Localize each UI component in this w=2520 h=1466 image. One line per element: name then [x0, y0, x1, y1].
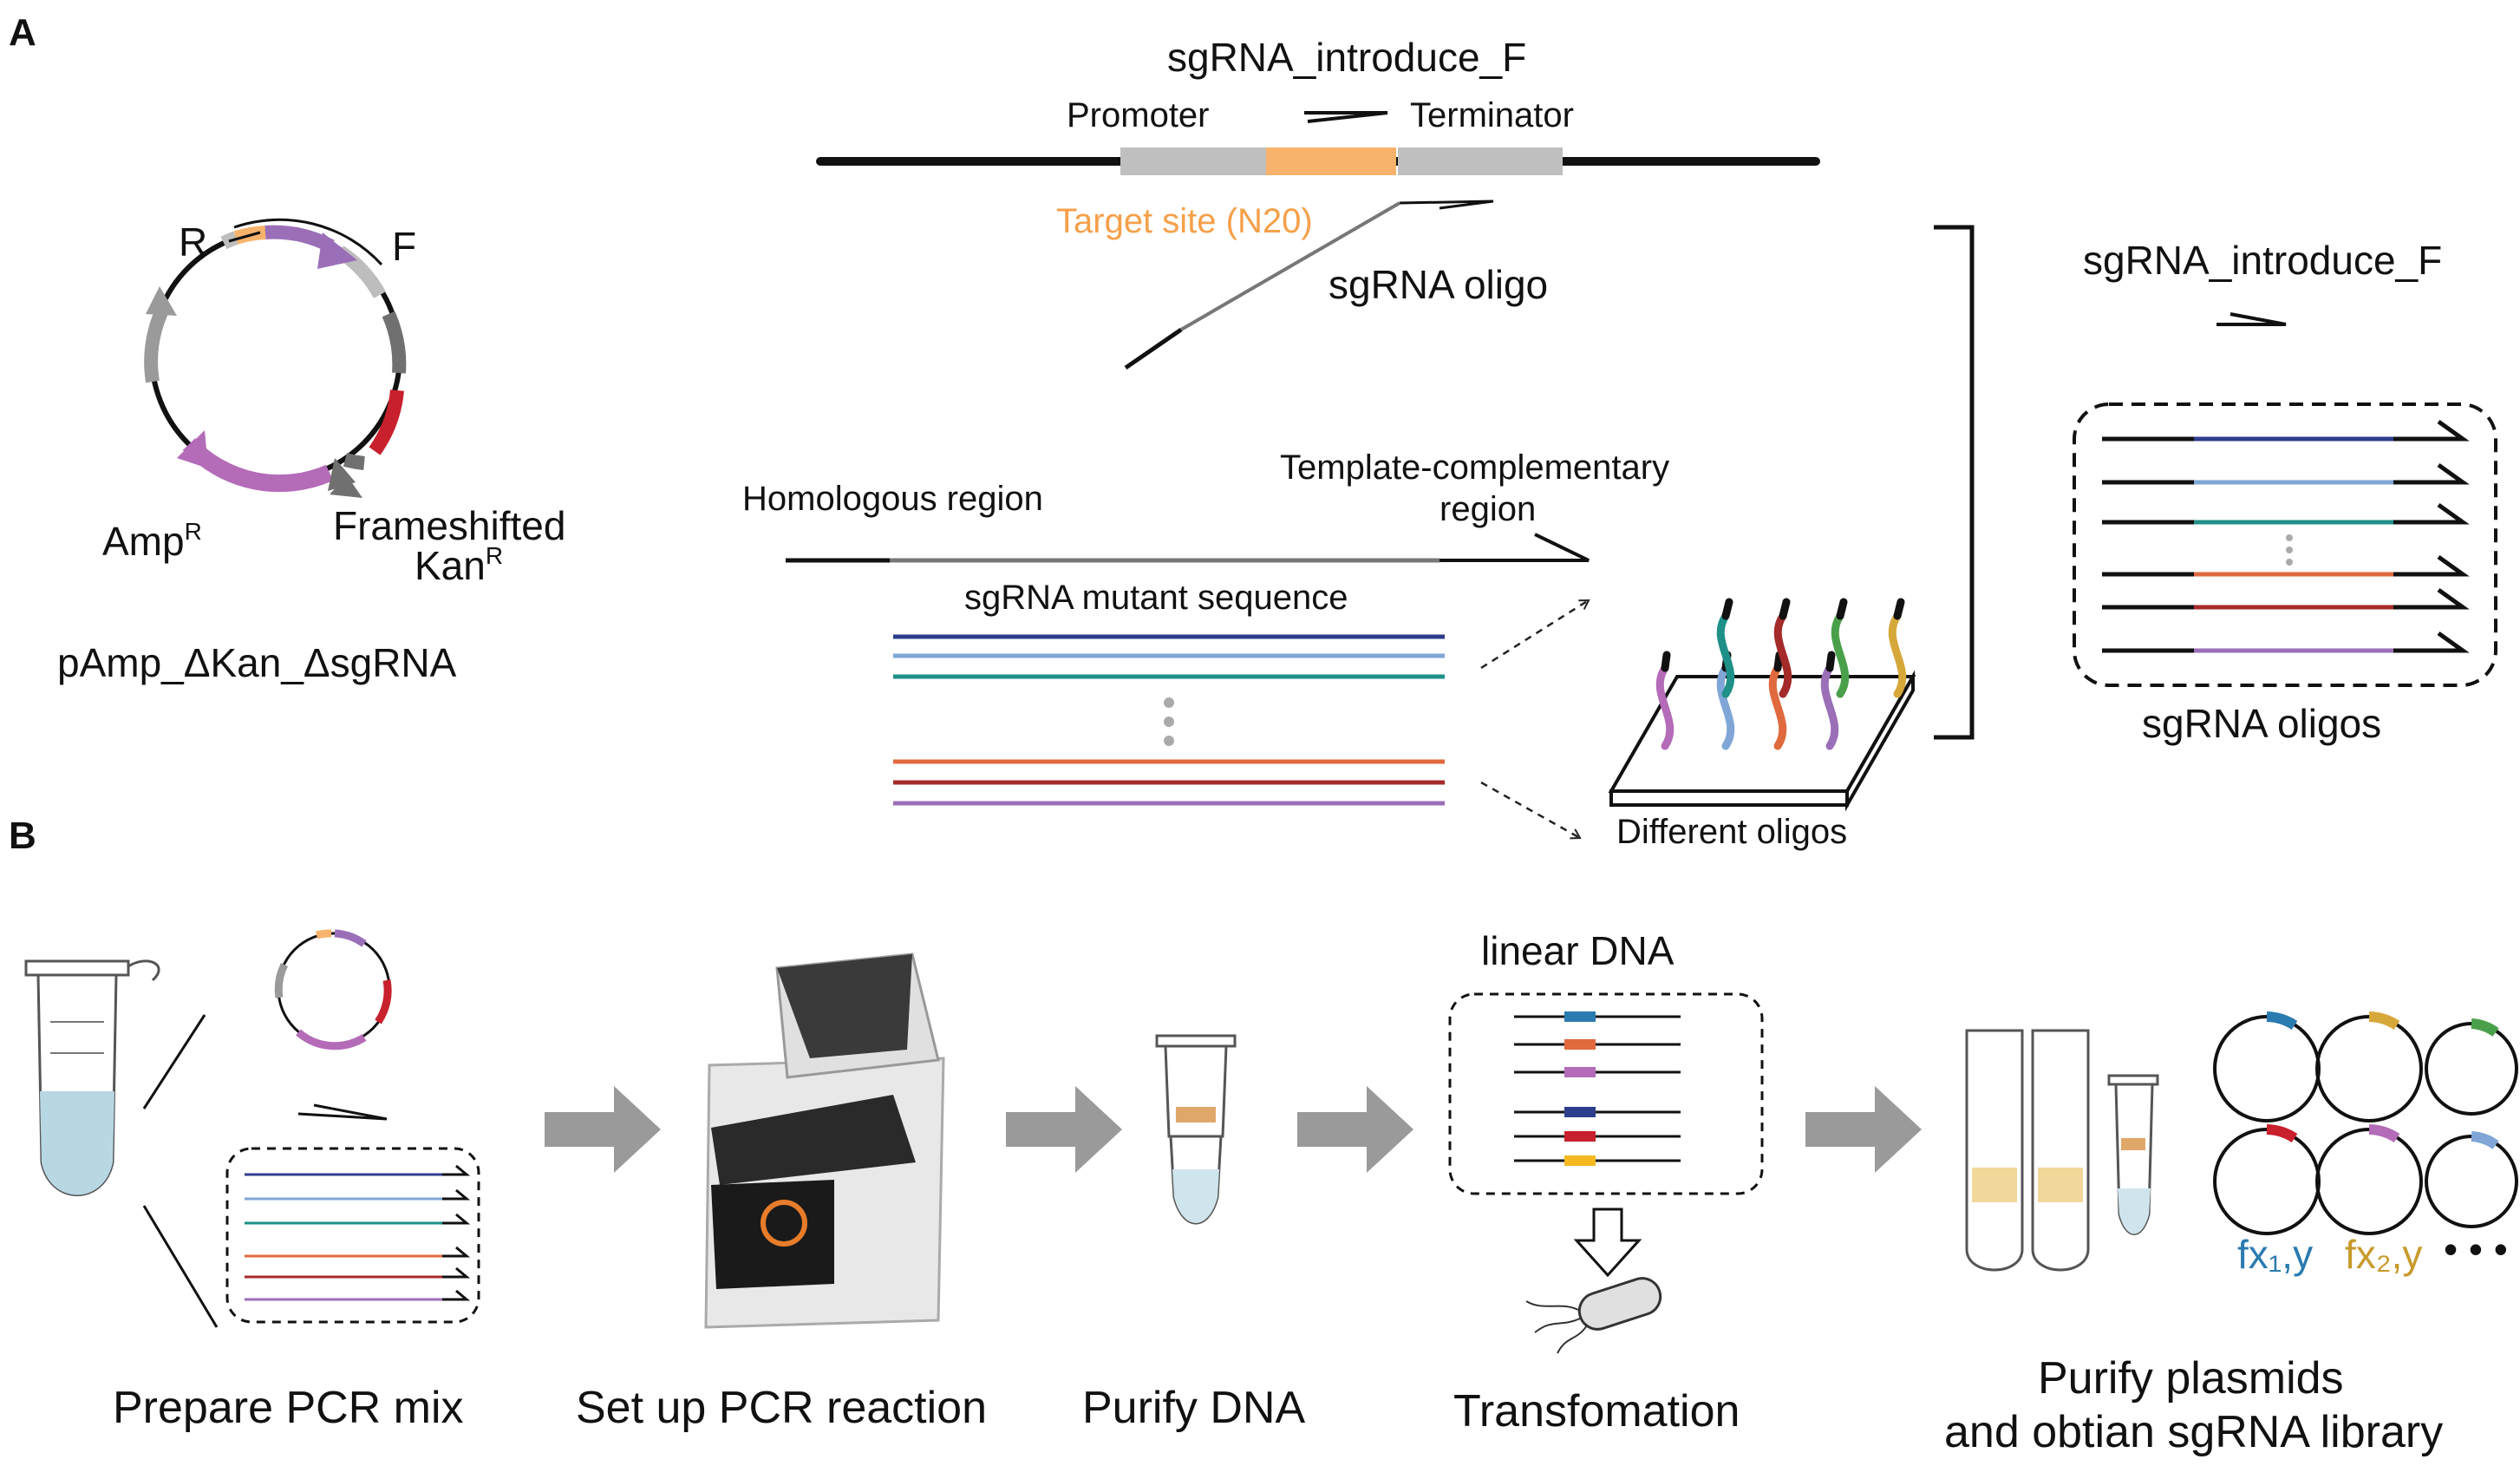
zoom-line-top — [142, 1014, 206, 1109]
construct-primer-arrow — [1304, 111, 1388, 123]
target-site-label: Target site (N20) — [1056, 202, 1313, 240]
kan-label: KanR — [415, 542, 503, 588]
plasmid-arrowheads — [146, 232, 362, 498]
fx2-label: fx₂,y — [2345, 1232, 2422, 1277]
panel-a-label: A — [9, 11, 36, 54]
bacterium-icon — [1525, 1277, 1662, 1354]
grouping-bracket — [1934, 225, 1975, 740]
pcr-tube-icon — [24, 959, 160, 1196]
step-prepare-label: Prepare PCR mix — [113, 1383, 464, 1433]
construct-primer-name: sgRNA_introduce_F — [1167, 35, 1526, 80]
sgrna-oligos-label: sgRNA oligos — [2142, 701, 2381, 746]
library-ellipsis — [2286, 534, 2293, 566]
library-oligos — [2102, 419, 2470, 653]
mutant-ellipsis — [1164, 697, 1174, 746]
primer-f-label: F — [392, 224, 416, 269]
library-ellipsis-label: • • • — [2444, 1227, 2508, 1272]
frameshifted-label: Frameshifted — [333, 503, 565, 548]
linear-dna-fragments — [1514, 1011, 1681, 1166]
promoter-block — [1120, 147, 1266, 175]
template-comp-arrow — [1440, 533, 1590, 562]
pcr-machine-icon — [704, 952, 945, 1329]
step-library-label-1: Purify plasmids — [2038, 1353, 2344, 1404]
oligo-primer-arrow — [1399, 200, 1494, 210]
homologous-region-label: Homologous region — [742, 480, 1043, 518]
mini-library-oligos — [245, 1164, 471, 1301]
plasmid-library — [2213, 1015, 2518, 1235]
library-box — [2073, 402, 2497, 687]
dashed-arrow-up — [1480, 599, 1590, 670]
mini-spin-column-icon — [2107, 1074, 2159, 1235]
template-comp-label-2: region — [1440, 490, 1536, 528]
terminator-block — [1398, 147, 1563, 175]
mutant-lines — [893, 634, 1445, 806]
spin-column-icon — [1155, 1034, 1237, 1225]
step-library-label-2: and obtian sgRNA library — [1944, 1407, 2443, 1457]
linear-dna-label: linear DNA — [1481, 928, 1675, 973]
amp-label: AmpR — [102, 518, 202, 564]
library-primer-name: sgRNA_introduce_F — [2083, 238, 2442, 283]
different-oligos-label: Different oligos — [1616, 813, 1847, 851]
zoom-line-bottom — [142, 1205, 219, 1328]
oligo-chip — [1608, 670, 1916, 812]
mini-primer-arrow — [297, 1103, 388, 1121]
step-setup-label: Set up PCR reaction — [576, 1383, 987, 1433]
process-arrows — [545, 1086, 1922, 1173]
linear-dna-box — [1448, 992, 1764, 1195]
mini-plasmid-icon — [274, 929, 392, 1050]
chip-oligos — [1655, 598, 1907, 750]
plasmid-library-inserts — [2266, 1011, 2499, 1149]
step-purify-label: Purify DNA — [1082, 1383, 1305, 1433]
fx1-label: fx₁,y — [2237, 1232, 2313, 1277]
mini-library-box — [225, 1147, 480, 1324]
template-comp-label-1: Template-complementary — [1280, 448, 1669, 487]
mutant-sequence-label: sgRNA mutant sequence — [964, 579, 1348, 617]
transform-down-arrow — [1573, 1207, 1642, 1278]
library-primer-arrow — [2216, 312, 2287, 326]
oligo-gray-line — [1179, 201, 1401, 331]
oligo-name-label: sgRNA oligo — [1329, 262, 1548, 307]
step-transformation-label: Transfomation — [1453, 1386, 1740, 1437]
panel-b-label: B — [9, 815, 36, 857]
culture-tubes-icon — [1965, 1029, 2090, 1272]
target-site-block — [1266, 147, 1396, 175]
plasmid-name: pAmp_ΔKan_ΔsgRNA — [57, 640, 457, 685]
promoter-label: Promoter — [1067, 96, 1210, 134]
primer-r-label: R — [179, 219, 207, 265]
oligo-black-line — [1124, 327, 1183, 370]
dashed-arrow-down — [1480, 781, 1582, 840]
terminator-label: Terminator — [1410, 96, 1574, 134]
